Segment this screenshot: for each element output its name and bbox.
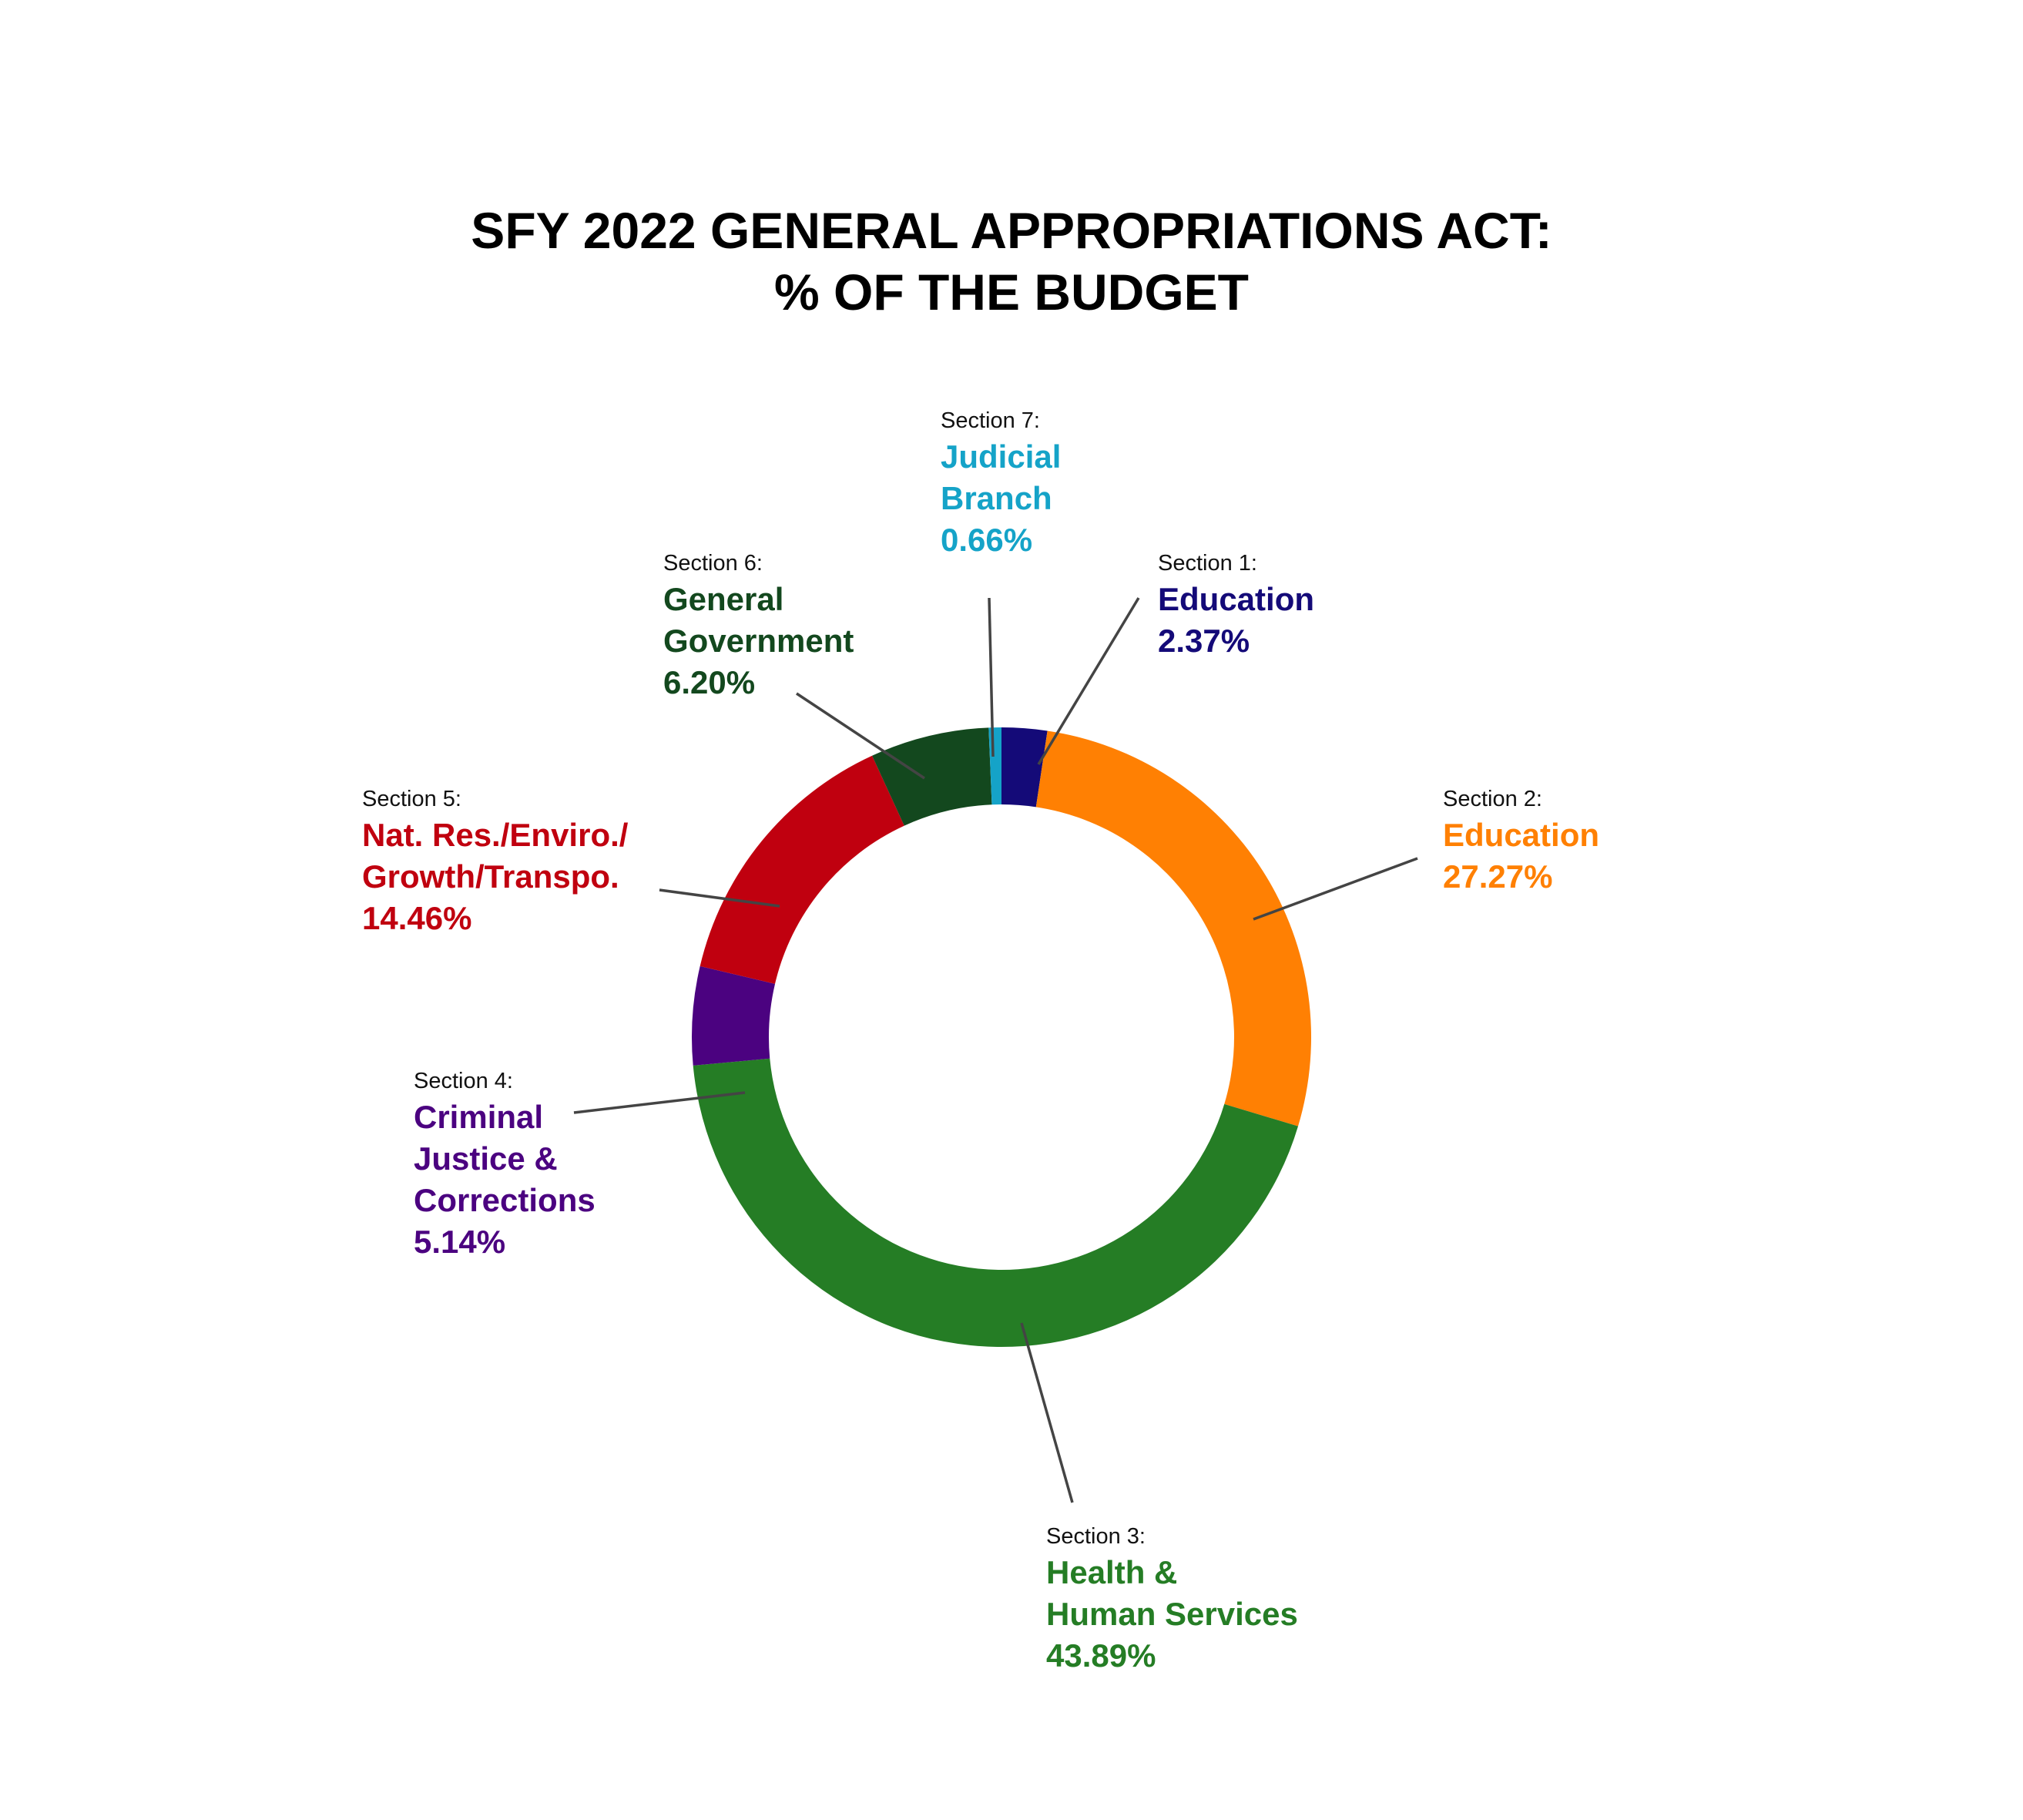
- percent-label: 14.46%: [362, 900, 471, 936]
- section-label: Section 6:: [663, 551, 763, 576]
- leader-lines: [573, 597, 1418, 1503]
- slice-3: [693, 1058, 1299, 1347]
- category-label-line: Justice &: [414, 1140, 558, 1177]
- leader-line-6: [796, 692, 925, 780]
- slice-labels: Section 1: Education 2.37% Section 2: Educat…: [362, 408, 1599, 1674]
- slice-label-3: Section 3: Health & Human Services 43.89%: [1046, 1524, 1298, 1674]
- percent-label: 5.14%: [414, 1224, 505, 1260]
- percent-label: 0.66%: [941, 522, 1032, 558]
- percent-label: 2.37%: [1158, 623, 1250, 659]
- slice-4: [692, 965, 776, 1066]
- slice-1: [1001, 727, 1048, 808]
- section-label: Section 4:: [414, 1069, 513, 1093]
- slice-6: [872, 727, 992, 826]
- slice-2: [1035, 730, 1311, 1127]
- category-label-line: Growth/Transpo.: [362, 858, 619, 895]
- section-label: Section 5:: [362, 787, 461, 811]
- section-label: Section 2:: [1443, 787, 1542, 811]
- category-label-line: General: [663, 581, 783, 617]
- leader-line-7: [988, 597, 995, 757]
- chart-title-line-2: % OF THE BUDGET: [774, 264, 1249, 321]
- percent-label: 6.20%: [663, 664, 755, 700]
- category-label-line: Education: [1158, 581, 1314, 617]
- donut-slices: [692, 727, 1311, 1347]
- leader-line-1: [1037, 597, 1140, 765]
- chart-title-line-1: SFY 2022 GENERAL APPROPRIATIONS ACT:: [471, 202, 1552, 259]
- slice-label-5: Section 5: Nat. Res./Enviro./ Growth/Trans…: [362, 787, 629, 936]
- percent-label: 43.89%: [1046, 1637, 1156, 1674]
- category-label-line: Criminal: [414, 1099, 543, 1135]
- category-label-line: Branch: [941, 480, 1052, 516]
- section-label: Section 1:: [1158, 551, 1257, 576]
- category-label-line: Nat. Res./Enviro./: [362, 817, 629, 853]
- category-label-line: Judicial: [941, 438, 1061, 475]
- category-label-line: Health &: [1046, 1554, 1177, 1590]
- category-label-line: Education: [1443, 817, 1599, 853]
- leader-line-5: [659, 888, 780, 908]
- category-label-line: Corrections: [414, 1182, 595, 1218]
- section-label: Section 7:: [941, 408, 1040, 433]
- section-label: Section 3:: [1046, 1524, 1146, 1549]
- slice-label-1: Section 1: Education 2.37%: [1158, 551, 1314, 659]
- category-label-line: Government: [663, 623, 854, 659]
- leader-line-4: [573, 1091, 746, 1114]
- percent-label: 27.27%: [1443, 858, 1552, 895]
- slice-label-2: Section 2: Education 27.27%: [1443, 787, 1599, 895]
- category-label-line: Human Services: [1046, 1596, 1298, 1632]
- leader-line-3: [1020, 1322, 1074, 1503]
- slice-5: [699, 755, 904, 984]
- leader-line-2: [1253, 857, 1418, 921]
